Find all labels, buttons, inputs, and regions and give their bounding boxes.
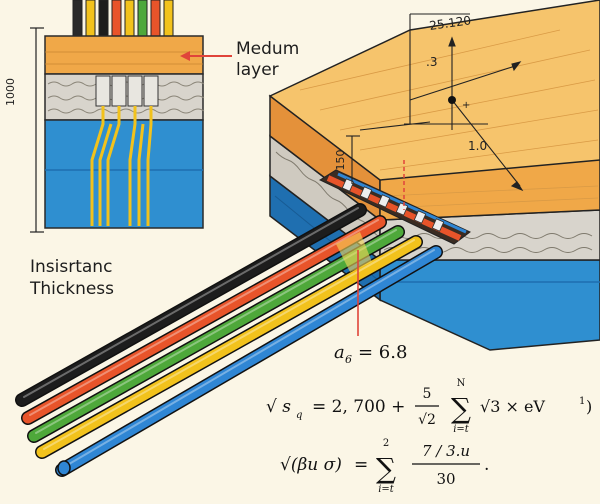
equation-beta-sigma: √(βu σ) = 2 ∑ i=t 7 / 3.u 30 . [280, 438, 489, 495]
eq2-lhs: √ s [266, 397, 291, 417]
eq2-tail: √3 × eV [480, 397, 545, 416]
left-blue-layer [44, 119, 204, 229]
eq3-eq: = [354, 455, 368, 475]
medium-layer-label-2: layer [236, 60, 279, 80]
side-dimension-label: 150 [334, 150, 347, 171]
medium-layer-label-1: Medum [236, 39, 299, 59]
main-block: 25.120 .3 1.0 + 150 [268, 0, 600, 351]
eq3-end: . [484, 455, 489, 475]
plus-mark: + [462, 100, 470, 111]
height-dimension: 1000 [4, 27, 44, 233]
left-cross-section: 1000 Medum layer [4, 0, 299, 233]
left-yellow-traces [90, 106, 153, 226]
insulation-label-1: Insisrtanc [30, 257, 112, 277]
wood-grain [299, 29, 599, 209]
equation-sq: √ s q = 2, 700 + 5 √2 N ∑ i=t √3 × eV 1 … [266, 378, 592, 435]
eq2-frac-den: √2 [418, 412, 436, 428]
eq2-sum-sign: ∑ [451, 392, 471, 425]
insulation-label-2: Thickness [29, 279, 114, 299]
top-dimension-label: 25.120 [428, 13, 472, 33]
eq2-tail-sup: 1 [579, 396, 585, 407]
origin-point [448, 96, 456, 104]
eq2-sum-top: N [457, 378, 466, 389]
eq3-lhs: √(βu σ) [280, 455, 342, 475]
eq2-sum-bottom: i=t [453, 424, 470, 435]
side-dimension [346, 135, 360, 184]
left-vertical-wires [72, 0, 174, 41]
eq2-frac-num: 5 [423, 386, 432, 402]
eq1-lhs: a [334, 342, 345, 363]
channel-cable [326, 172, 467, 241]
mark-dimension-label: .3 [426, 55, 437, 69]
eq1-sub: 6 [345, 353, 352, 366]
top-dimensions [359, 13, 524, 192]
eq3-sum-bottom: i=t [378, 484, 395, 495]
eq1-rhs: = 6.8 [358, 342, 407, 363]
eq3-frac-num: 7 / 3.u [422, 442, 470, 460]
eq3-sum-top: 2 [383, 438, 389, 449]
height-dimension-label: 1000 [4, 78, 17, 106]
eq2-lhs-sub: q [296, 410, 302, 421]
unit-dimension-label: 1.0 [468, 139, 487, 153]
eq3-sum-sign: ∑ [376, 452, 396, 485]
ribbon-cable [15, 203, 443, 477]
left-wood-layer [44, 35, 204, 75]
eq3-frac-den: 30 [436, 470, 455, 488]
equation-a6: a 6 = 6.8 [334, 342, 407, 366]
medium-layer-callout: Medum layer [180, 39, 299, 80]
eq2-mid: = 2, 700 + [312, 397, 405, 417]
eq2-close: ) [586, 397, 592, 416]
blue-cable-end [57, 460, 71, 476]
